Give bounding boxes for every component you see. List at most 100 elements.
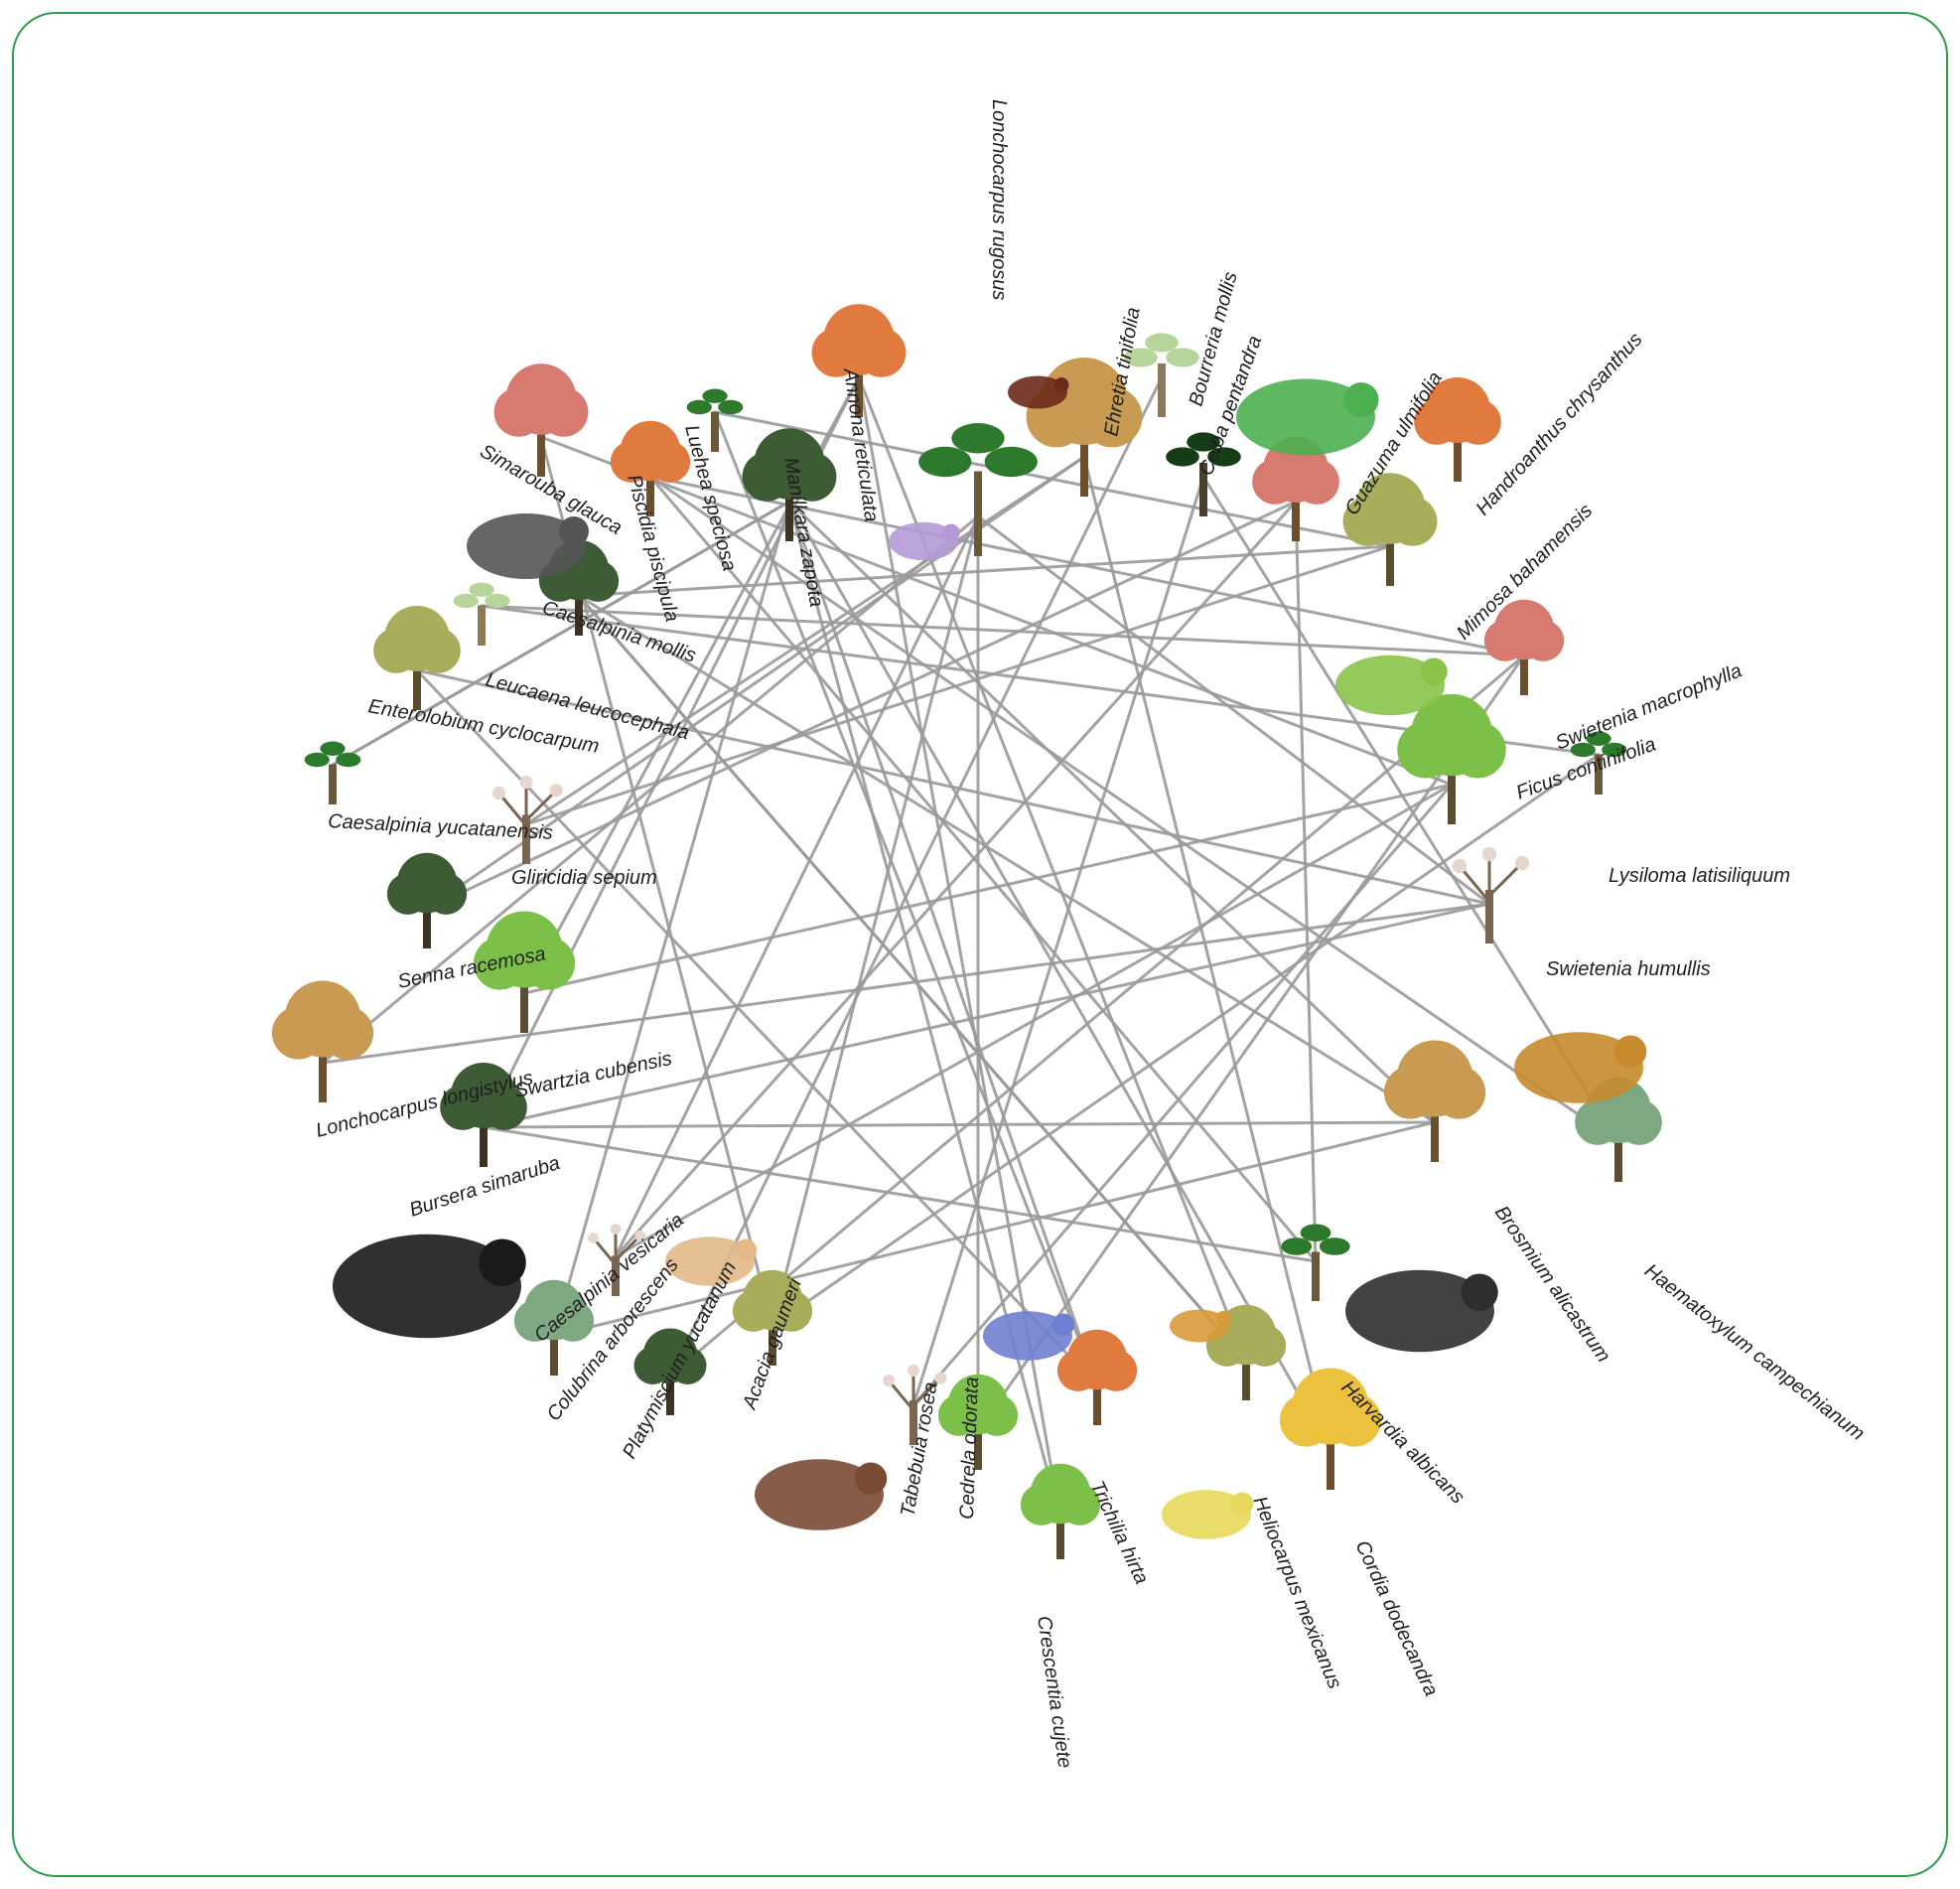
- palm-tree-icon: [304, 741, 361, 804]
- interaction-link: [787, 500, 1437, 1124]
- orange-tree-icon: [1056, 1329, 1138, 1425]
- species-label: Heliocarpus mexicanus: [1248, 1494, 1345, 1692]
- species-label: Swietenia humullis: [1546, 958, 1711, 980]
- interaction-link: [331, 500, 791, 767]
- orchid-icon: [1162, 1490, 1254, 1539]
- bare-tree-icon: [883, 1365, 947, 1445]
- species-label: Haematoxylum campechianum: [1640, 1260, 1869, 1445]
- species-label: Cedrela odorata: [956, 1377, 983, 1520]
- green-tree-icon: [473, 911, 576, 1033]
- interaction-link: [522, 783, 1454, 995]
- interaction-link: [480, 604, 1526, 657]
- species-label: Lonchocarpus rugosus: [988, 99, 1010, 300]
- interaction-link: [648, 475, 1620, 1144]
- palm-tree-icon: [1570, 731, 1627, 795]
- interaction-link: [321, 514, 980, 1065]
- interaction-link: [482, 1120, 1437, 1129]
- tapir-icon: [755, 1459, 888, 1530]
- interaction-link: [668, 375, 1164, 1378]
- interaction-link: [482, 375, 861, 1129]
- sage-tree-icon: [513, 1279, 595, 1376]
- red-tree-icon: [1252, 437, 1339, 541]
- bare-tree-icon: [491, 775, 563, 864]
- tan-tree-icon: [271, 980, 374, 1102]
- interaction-link: [415, 668, 1099, 1387]
- links-layer: [321, 375, 1620, 1522]
- species-label: Luehea speciosa: [680, 423, 740, 574]
- parrot-icon: [1236, 378, 1379, 456]
- species-label: Brosmium alicastrum: [1490, 1202, 1614, 1367]
- bee-icon: [1514, 1032, 1647, 1103]
- interaction-link: [614, 514, 980, 1258]
- interaction-link: [524, 544, 1392, 826]
- dark-palm-icon: [1166, 432, 1241, 516]
- interaction-link: [614, 783, 1454, 1258]
- butterfly-icon: [983, 1311, 1075, 1361]
- ant-icon: [1008, 375, 1069, 409]
- figure-frame: [12, 12, 1948, 1877]
- interaction-link: [552, 1120, 1437, 1338]
- interaction-link: [787, 500, 1099, 1387]
- interaction-link: [1294, 500, 1318, 1263]
- bare-tree-icon: [588, 1224, 646, 1296]
- bare-tree-icon: [1452, 846, 1530, 944]
- green-tree-icon: [1020, 1463, 1101, 1559]
- interaction-link: [976, 654, 1526, 1432]
- palm-tree-icon: [918, 423, 1038, 556]
- olive-tree-icon: [1342, 473, 1438, 586]
- pale-palm-icon: [1124, 333, 1199, 417]
- interaction-link: [911, 783, 1454, 1407]
- species-label: Gliricidia sepium: [511, 867, 657, 889]
- red-tree-icon: [1483, 599, 1565, 695]
- yellow-tree-icon: [1279, 1368, 1382, 1490]
- species-label: Crescentia cujete: [1033, 1615, 1075, 1770]
- hummingbird-icon: [1335, 654, 1448, 716]
- interaction-link: [524, 455, 1086, 826]
- tan-tree-icon: [1383, 1040, 1486, 1162]
- squirrel-icon: [467, 513, 589, 579]
- interaction-link: [648, 475, 1318, 1263]
- monkey-icon: [333, 1234, 526, 1339]
- interaction-link: [321, 902, 1491, 1065]
- pale-palm-icon: [453, 582, 510, 646]
- orange-tree-icon: [610, 420, 691, 516]
- bat-icon: [1345, 1269, 1498, 1353]
- dark-tree-icon: [742, 428, 837, 541]
- interaction-link: [770, 753, 1601, 1328]
- interaction-link: [614, 500, 1298, 1258]
- species-label: Cordia dodecandra: [1350, 1537, 1442, 1699]
- red-tree-icon: [493, 363, 589, 477]
- palm-tree-icon: [686, 388, 744, 452]
- olive-tree-icon: [373, 606, 461, 710]
- green-tree-icon: [1397, 693, 1506, 824]
- dark-tree-icon: [440, 1063, 527, 1167]
- interaction-link: [577, 544, 1392, 598]
- butterfly-icon: [665, 1236, 758, 1286]
- species-label: Lysiloma latisiliquum: [1609, 865, 1790, 887]
- dark-tree-icon: [538, 539, 620, 636]
- species-label: Swartzia cubensis: [512, 1048, 673, 1102]
- green-tree-icon: [937, 1374, 1019, 1470]
- interaction-link: [770, 514, 980, 1328]
- dark-tree-icon: [633, 1328, 707, 1415]
- interaction-link: [1082, 455, 1332, 1452]
- dark-tree-icon: [386, 852, 468, 948]
- olive-tree-icon: [732, 1269, 813, 1366]
- interaction-link: [539, 435, 1454, 787]
- interaction-link: [668, 654, 1526, 1378]
- interaction-link: [482, 1125, 1318, 1263]
- species-label: Trichilia hirta: [1085, 1478, 1152, 1588]
- palm-tree-icon: [1281, 1224, 1350, 1301]
- interaction-link: [1201, 475, 1620, 1144]
- interaction-link: [577, 594, 1248, 1363]
- roots-icon: [889, 521, 960, 561]
- moth-icon: [1170, 1309, 1231, 1343]
- interaction-link: [577, 594, 1437, 1124]
- interaction-link: [911, 475, 1205, 1407]
- orange-tree-icon: [1414, 377, 1501, 482]
- orange-tree-icon: [811, 304, 907, 417]
- nodes-layer: [271, 304, 1662, 1559]
- fauna-layer: [333, 375, 1647, 1539]
- species-label: Tabebuia rosea: [897, 1380, 941, 1519]
